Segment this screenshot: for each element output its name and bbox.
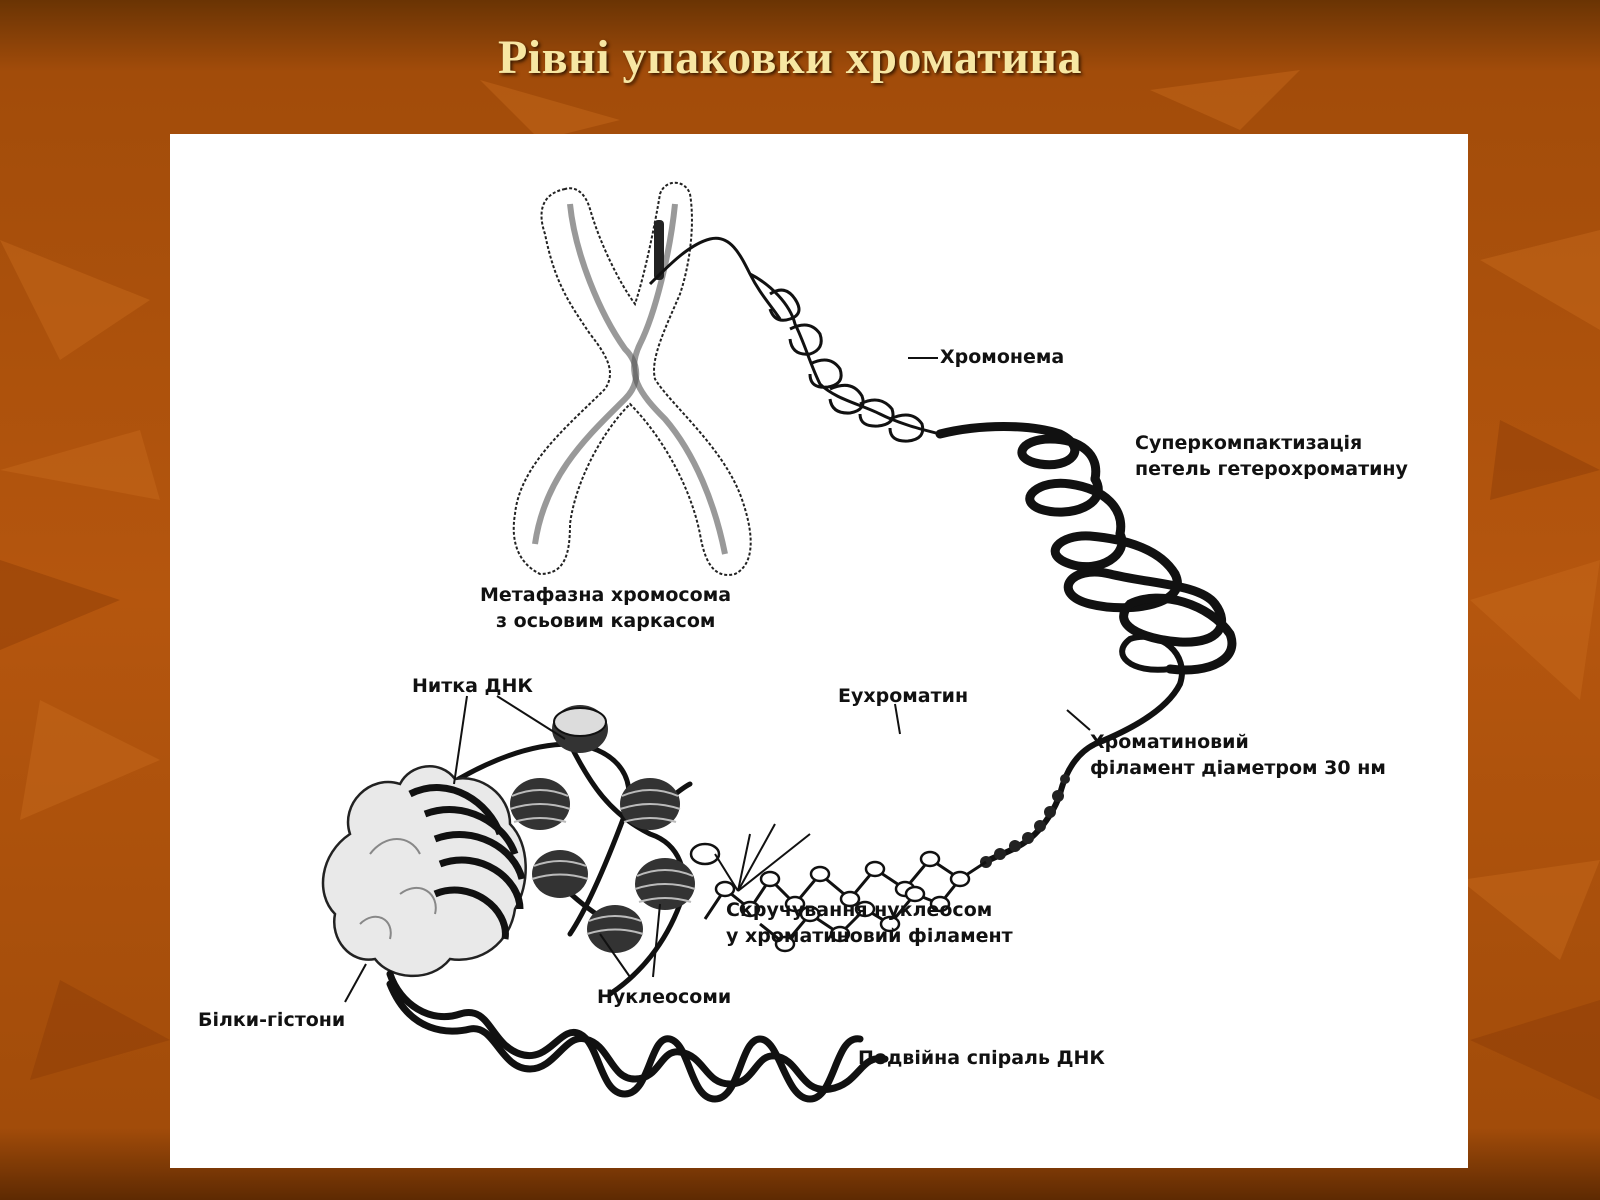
nucleosome (634, 858, 696, 910)
nucleosome (586, 905, 644, 953)
label-chromonema: Хромонема (940, 346, 1065, 368)
euchromatin-zigzag (689, 842, 987, 953)
heterochromatin-superloops (935, 422, 1237, 675)
label-metaphase-line2: з осьовим каркасом (496, 610, 716, 632)
nucleosome (531, 850, 589, 898)
histone-core (321, 765, 527, 978)
nucleosome (552, 705, 608, 753)
filament-beads (980, 774, 1070, 868)
label-histones: Білки-гістони (198, 1009, 346, 1031)
label-supercompaction-line2: петель гетерохроматину (1135, 458, 1408, 480)
leader-lines (344, 357, 1091, 1003)
nucleosomes-group (509, 705, 696, 953)
label-euchromatin: Еухроматин (838, 685, 969, 707)
label-dna-strand: Нитка ДНК (412, 675, 533, 697)
label-filament-line1: Хроматиновий (1090, 731, 1249, 753)
nucleosome (619, 778, 681, 830)
background-leaf-pattern (0, 70, 1600, 960)
chromatin-packing-illustration (321, 181, 1237, 1103)
metaphase-chromosome (512, 181, 752, 576)
chromatin-diagram-panel: Хромонема Суперкомпактизація петель гете… (170, 134, 1468, 1168)
label-filament-line2: філамент діаметром 30 нм (1090, 757, 1386, 779)
label-metaphase-line1: Метафазна хромосома (480, 584, 732, 606)
label-nucleosomes: Нуклеосоми (597, 986, 732, 1008)
dna-double-helix (386, 970, 889, 1103)
label-coiling-line1: Скручування нуклеосом (726, 899, 993, 921)
label-double-helix: Подвійна спіраль ДНК (858, 1047, 1105, 1069)
nucleosome (509, 778, 571, 830)
chromonema-coils (648, 236, 941, 443)
label-coiling-line2: у хроматиновий філамент (726, 925, 1013, 947)
label-supercompaction-line1: Суперкомпактизація (1135, 432, 1363, 454)
slide-title: Рівні упаковки хроматина (497, 31, 1083, 84)
